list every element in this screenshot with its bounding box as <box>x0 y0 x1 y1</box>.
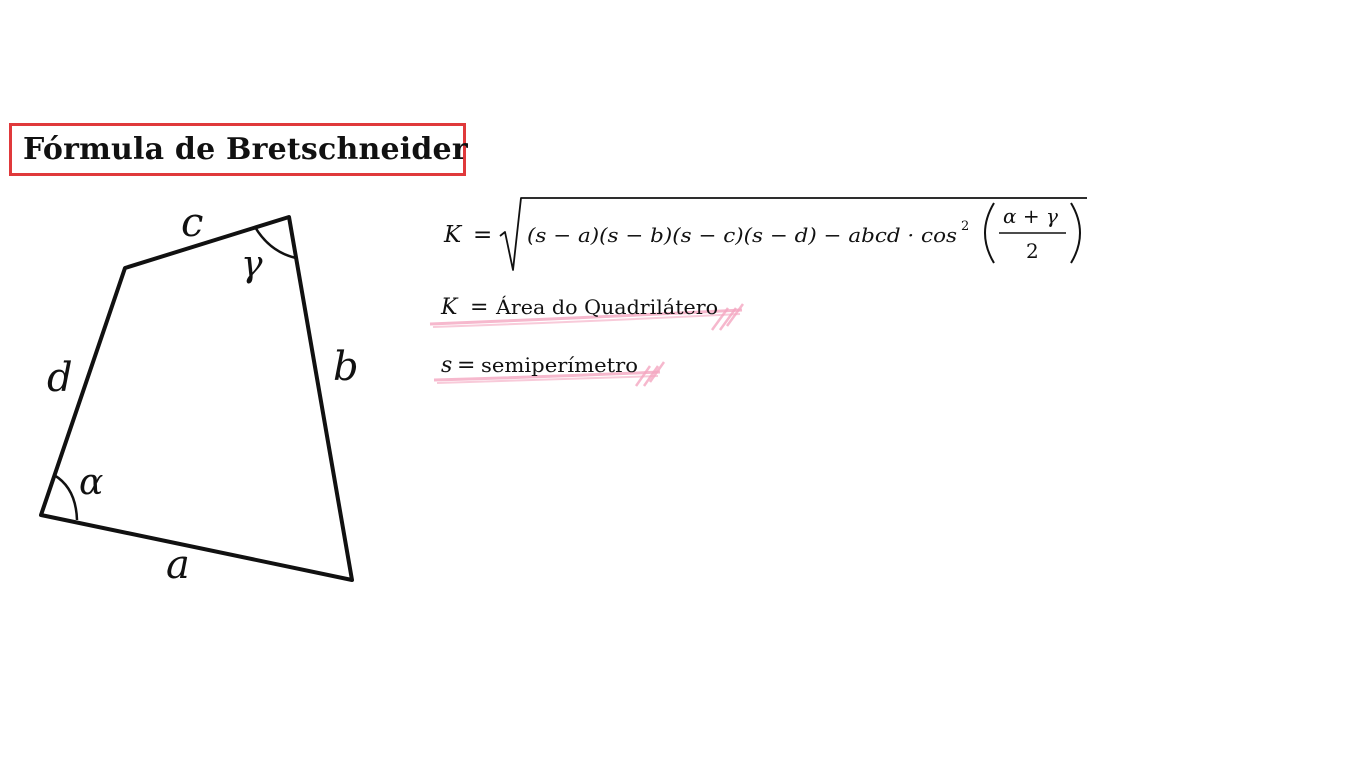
page-title: Fórmula de Bretschneider <box>23 132 468 167</box>
definition-equals: = <box>457 353 475 378</box>
highlight-stroke <box>432 313 741 328</box>
definition-area: K = Área do Quadrilátero <box>429 295 745 331</box>
definition-equals: = <box>470 295 488 320</box>
fraction-numerator: α + γ <box>1003 204 1058 228</box>
quadrilateral-shape <box>39 215 354 582</box>
angle-alpha-arc <box>53 473 79 521</box>
highlight-stroke <box>436 375 659 384</box>
side-label-d: d <box>47 355 73 401</box>
formula-lhs: K <box>443 222 463 248</box>
left-big-paren <box>984 202 995 264</box>
angle-label-gamma: γ <box>241 244 263 285</box>
angle-gamma-arc <box>253 226 297 260</box>
definition-semiperimeter: s = semiperímetro <box>433 353 666 387</box>
definition-text: Área do Quadrilátero <box>495 295 718 319</box>
side-label-a: a <box>166 542 190 588</box>
side-label-b: b <box>333 344 359 390</box>
definition-text: semiperímetro <box>481 353 638 377</box>
formula-radicand: (s − a)(s − b)(s − c)(s − d) − abcd · co… <box>527 224 957 247</box>
title-box: Fórmula de Bretschneider <box>9 123 468 176</box>
definition-symbol: K <box>440 295 459 320</box>
side-label-c: c <box>181 200 203 246</box>
formula-equals: = <box>473 222 492 248</box>
formula-exponent: 2 <box>961 219 969 234</box>
square-root-sign <box>499 197 1087 271</box>
highlight-stroke <box>429 308 743 326</box>
highlight-stroke <box>433 370 661 382</box>
angle-label-alpha: α <box>79 462 103 503</box>
bretschneider-formula: K = (s − a)(s − b)(s − c)(s − d) − abcd … <box>443 197 1087 271</box>
right-big-paren <box>1070 202 1081 264</box>
highlight-tick <box>634 361 666 387</box>
fraction-denominator: 2 <box>1026 239 1039 263</box>
definition-symbol: s <box>441 353 452 378</box>
highlight-tick <box>710 303 745 331</box>
